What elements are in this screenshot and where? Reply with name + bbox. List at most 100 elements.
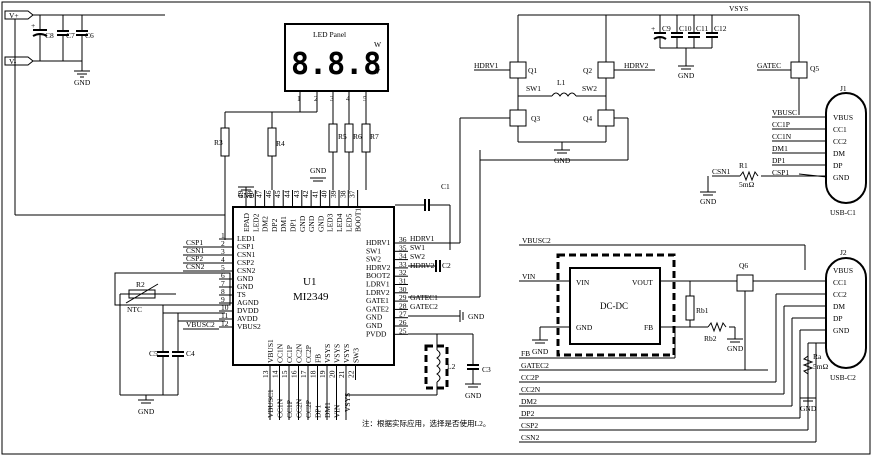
u1-top-num: 48 <box>245 190 254 198</box>
u1-left-pin: DVDD <box>237 306 259 315</box>
u1-left-num: 5 <box>221 263 225 272</box>
svg-text:GND: GND <box>310 166 327 175</box>
bottom-net-label: VIN <box>333 404 342 418</box>
note-text: 注：根据实际应用，选择是否使用L2。 <box>362 418 490 428</box>
u1-right-num: 32 <box>399 268 407 277</box>
led-unit-v: V <box>375 67 381 76</box>
bottom-net-label: CC2N <box>295 398 304 418</box>
u1-right-num: 29 <box>399 293 407 302</box>
r1-label: R1 <box>739 161 748 170</box>
u1-right-nets: HDRV1 SW1 SW2 HDRV2 GATEC1 GATEC2 C1 C2 … <box>345 117 500 420</box>
bottom-net-label: VBUSC1 <box>266 389 275 418</box>
u1-bottom-num: 13 <box>261 370 270 378</box>
q5-j1: Q5 GATEC J1 USB-C1 VBUSVBUSCCC1CC1PCC2CC… <box>700 15 867 217</box>
u1-top-pin: DM1 <box>279 216 288 232</box>
u1-left-num: 11 <box>221 311 228 320</box>
svg-text:+: + <box>31 21 35 30</box>
u1-right-pin: HDRV1 <box>366 238 391 247</box>
c1-label: C1 <box>441 182 450 191</box>
r4-label: R4 <box>276 139 285 148</box>
u1-right-pin: GND <box>366 313 383 322</box>
c5-label: C5 <box>149 349 158 358</box>
u1-bottom-pin: CC2N <box>295 343 304 363</box>
j1-net: DM1 <box>772 144 788 153</box>
u1-top-num: 37 <box>348 190 357 198</box>
u1-part: MI2349 <box>293 291 329 303</box>
u1-bottom-num: 19 <box>318 370 327 378</box>
u1-top-pin: DM2 <box>261 216 270 232</box>
ra-label: Ra <box>813 352 822 361</box>
u1-right-num: 28 <box>399 301 407 310</box>
u1-right-pin: LDRV1 <box>366 280 390 289</box>
u1-top-pin: GND <box>298 215 307 232</box>
svg-text:SW2: SW2 <box>410 252 425 261</box>
q6-label: Q6 <box>739 261 748 270</box>
cap-right-label: C11 <box>696 24 708 33</box>
u1-bottom-num: 17 <box>299 370 308 378</box>
r2-label: R2 <box>136 280 145 289</box>
u1-top-num: 44 <box>283 190 292 198</box>
j2-net: GATEC2 <box>521 361 549 370</box>
led-pin-2: 2 <box>314 94 318 103</box>
c2-label: C2 <box>442 261 451 270</box>
u1-left-pin: CSN1 <box>237 250 256 259</box>
svg-text:GND: GND <box>465 391 482 400</box>
u1-right-pin: GATE2 <box>366 304 389 313</box>
vsys-pin-label: VSYS <box>343 393 352 412</box>
c3-label: C3 <box>482 365 491 374</box>
u1-right-pin: GND <box>366 321 383 330</box>
q2-label: Q2 <box>583 66 592 75</box>
u1-right-num: 36 <box>399 235 407 244</box>
bottom-net-label: DP1 <box>314 404 323 418</box>
led-unit-w: W <box>374 40 382 49</box>
u1-right-pin: BOOT2 <box>366 271 390 280</box>
u1-bottom-pin: CC1N <box>276 343 285 363</box>
led-pin-4: 4 <box>346 94 350 103</box>
u1-bottom-num: 16 <box>290 370 299 378</box>
j1-label: USB-C1 <box>830 208 856 217</box>
j1-net: CC1N <box>772 132 792 141</box>
u1-bottom-num: 20 <box>328 370 337 378</box>
cap-right-label: C9 <box>662 24 671 33</box>
u1-bottom-pin: CC2P <box>304 345 313 363</box>
vminus-label: V- <box>9 57 17 66</box>
u1-top-num: 43 <box>292 190 301 198</box>
u1-top-num: 40 <box>320 190 329 198</box>
j2-pin: DP <box>833 314 843 323</box>
u1-left-pin: CSP1 <box>237 242 254 251</box>
j2-pin: GND <box>833 326 850 335</box>
u1-top-num: 38 <box>338 190 347 198</box>
c8-label: C8 <box>45 31 54 40</box>
u1-bottom-num: 18 <box>309 370 318 378</box>
svg-text:GATEC2: GATEC2 <box>410 302 438 311</box>
u1-left-num: 8 <box>221 287 225 296</box>
u1-right-num: 34 <box>399 252 407 261</box>
j2-label: USB-C2 <box>830 373 856 382</box>
input-terminals: V+ V- <box>4 10 225 216</box>
j1-pin: VBUS <box>833 113 853 122</box>
u1-top-pin: BOOT1 <box>354 208 363 232</box>
hdrv1-label: HDRV1 <box>474 61 499 70</box>
bottom-net-label: DM1 <box>323 402 332 418</box>
u1-left-num: 3 <box>221 247 225 256</box>
j2-pin: CC1 <box>833 278 847 287</box>
j2-pin: DM <box>833 302 845 311</box>
u1-top-pin: EPAD <box>242 213 251 232</box>
svg-text:CSP2: CSP2 <box>186 254 203 263</box>
led-pin-3: 3 <box>330 94 334 103</box>
gnd-label: GND <box>74 78 91 87</box>
dcdc-title: DC-DC <box>600 301 628 311</box>
hdrv2-label: HDRV2 <box>624 61 649 70</box>
vbusc2-net: VBUSC2 <box>522 236 551 245</box>
u1-right-pin: HDRV2 <box>366 263 391 272</box>
svg-text:VBUSC2: VBUSC2 <box>186 320 215 329</box>
j2-net: DM2 <box>521 397 537 406</box>
u1-top-pin: LED5 <box>344 213 353 232</box>
u1-left-num: 7 <box>221 279 225 288</box>
u1-right-num: 33 <box>399 260 407 269</box>
led-pin-5: 5 <box>363 94 367 103</box>
svg-text:GND: GND <box>727 344 744 353</box>
